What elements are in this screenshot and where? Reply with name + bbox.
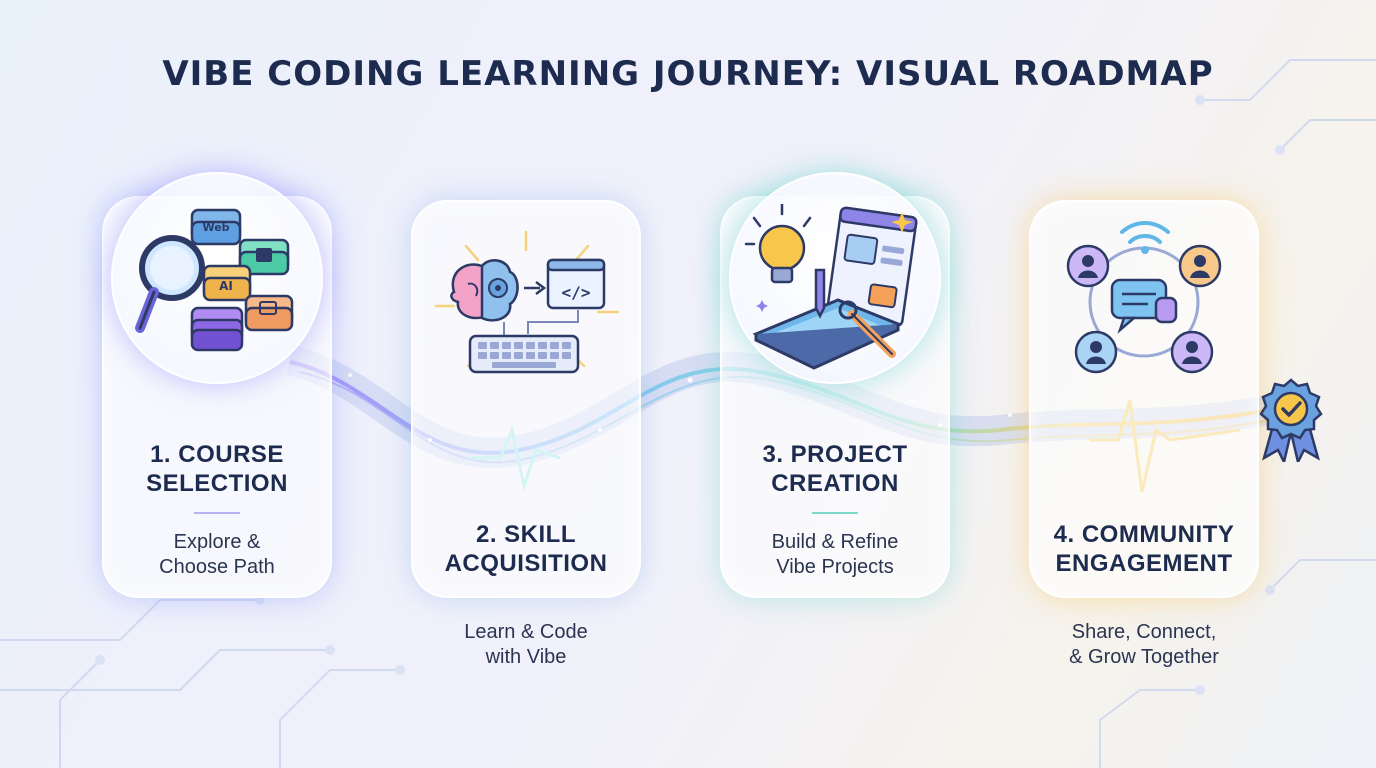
step-4-description: Share, Connect, & Grow Together	[1029, 620, 1259, 670]
step-4-title-line1: 4. COMMUNITY	[1053, 521, 1235, 548]
step-3-desc-line2: Vibe Projects	[776, 556, 894, 578]
step-1-title-line1: 1. COURSE	[150, 441, 284, 468]
step-3-desc-line1: Build & Refine	[771, 531, 899, 553]
step-2-title-line2: ACQUISITION	[444, 550, 608, 577]
step-4-desc-line2: & Grow Together	[1069, 646, 1219, 668]
step-4-desc-line1: Share, Connect,	[1071, 621, 1217, 643]
step-2-title-line1: 2. SKILL	[475, 521, 576, 548]
step-3-description: Build & Refine Vibe Projects	[720, 530, 950, 580]
svg-text:AI: AI	[219, 279, 233, 293]
step-1-divider	[194, 512, 240, 514]
step-2-desc-line2: with Vibe	[485, 646, 567, 668]
step-4-title-line2: ENGAGEMENT	[1055, 550, 1233, 577]
step-2-title: 2. SKILL ACQUISITION	[411, 520, 641, 578]
step-1-title-line2: SELECTION	[146, 470, 288, 497]
step-1-description: Explore & Choose Path	[102, 530, 332, 580]
achievement-badge-icon	[1259, 378, 1323, 462]
page-title: VIBE CODING LEARNING JOURNEY: VISUAL ROA…	[162, 54, 1214, 94]
community-icon	[1066, 221, 1222, 374]
step-3-title-line2: CREATION	[771, 470, 899, 497]
step-3-title: 3. PROJECT CREATION	[720, 440, 950, 498]
step-1-title: 1. COURSE SELECTION	[102, 440, 332, 498]
step-1-desc-line2: Choose Path	[159, 556, 275, 578]
step-2-desc-line1: Learn & Code	[464, 621, 588, 643]
skill-acquisition-icon: </>	[434, 230, 620, 374]
step-4-title: 4. COMMUNITY ENGAGEMENT	[1029, 520, 1259, 578]
svg-text:Web: Web	[202, 221, 229, 234]
step-1-desc-line1: Explore &	[173, 531, 261, 553]
step-2-description: Learn & Code with Vibe	[411, 620, 641, 670]
project-creation-icon	[744, 204, 918, 370]
course-selection-icon: Web AI	[135, 208, 294, 352]
step-3-divider	[812, 512, 858, 514]
step-3-title-line1: 3. PROJECT	[762, 441, 908, 468]
svg-text:</>: </>	[562, 283, 591, 302]
